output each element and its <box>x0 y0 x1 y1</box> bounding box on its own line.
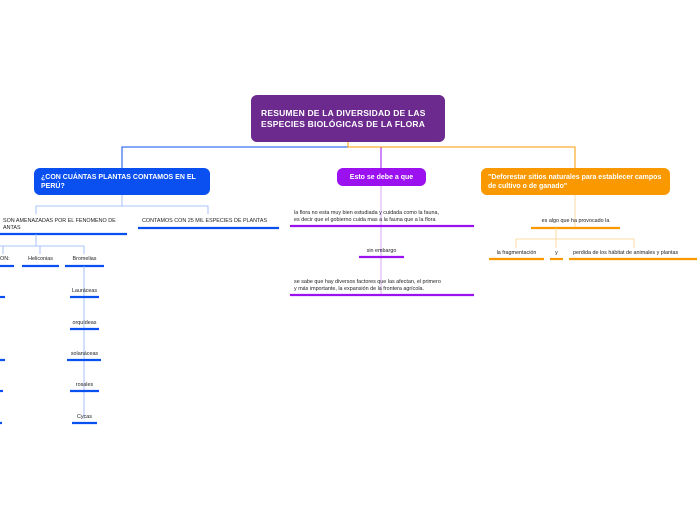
subtopic-and[interactable]: y <box>555 250 558 256</box>
family-solanaceas[interactable]: solanáceas <box>70 351 99 357</box>
subtopic-habitat-loss[interactable]: perdida de los hábitat de animales y pla… <box>573 250 679 256</box>
subtopic-threatened[interactable]: SON AMENAZADAS POR EL FENOMENO DE ANTAS <box>3 218 116 232</box>
family-rosales[interactable]: rosales <box>75 382 94 388</box>
family-orquideas[interactable]: orquídeas <box>72 320 97 326</box>
family-lauraceas[interactable]: Lauráceas <box>71 288 98 294</box>
subtopic-factors[interactable]: se sabe que hay diversos factores que la… <box>294 279 441 292</box>
link-root-purple <box>347 142 382 168</box>
subtopic-however[interactable]: sin embargo <box>366 248 397 254</box>
topic-reason-title: Esto se debe a que <box>349 173 414 181</box>
root-topic[interactable]: RESUMEN DE LA DIVERSIDAD DE LAS ESPECIES… <box>251 95 445 142</box>
subtopic-flora-study[interactable]: la flora no esta muy bien estudiada y cu… <box>294 210 440 223</box>
topic-deforestation-title: "Deforestar sitios naturales para establ… <box>488 173 662 190</box>
family-heliconias[interactable]: Heliconias <box>28 256 53 262</box>
topic-plant-count[interactable]: ¿CON CUÁNTAS PLANTAS CONTAMOS EN EL PERÚ… <box>34 168 210 195</box>
subtopic-cut-off[interactable]: ON: <box>0 256 10 262</box>
subtopic-fragmentation[interactable]: la fragmentación <box>496 250 537 256</box>
topic-deforestation[interactable]: "Deforestar sitios naturales para establ… <box>481 168 670 195</box>
link-root-orange <box>347 142 576 168</box>
subtopic-threatened-line2: ANTAS <box>3 225 21 231</box>
subtopic-consequence[interactable]: es algo que ha provocado la <box>541 218 610 224</box>
subtopic-threatened-line1: SON AMENAZADAS POR EL FENOMENO DE <box>3 218 116 224</box>
root-topic-title: RESUMEN DE LA DIVERSIDAD DE LAS ESPECIES… <box>261 107 426 129</box>
topic-plant-count-title: ¿CON CUÁNTAS PLANTAS CONTAMOS EN EL PERÚ… <box>41 173 196 190</box>
link-root-blue <box>121 142 349 168</box>
family-bromelias[interactable]: Bromelias <box>72 256 97 262</box>
subtopic-species-count[interactable]: CONTAMOS CON 25 MIL ESPECIES DE PLANTAS <box>142 218 268 224</box>
topic-reason[interactable]: Esto se debe a que <box>337 168 426 186</box>
family-cycas[interactable]: Cycas <box>77 414 92 420</box>
